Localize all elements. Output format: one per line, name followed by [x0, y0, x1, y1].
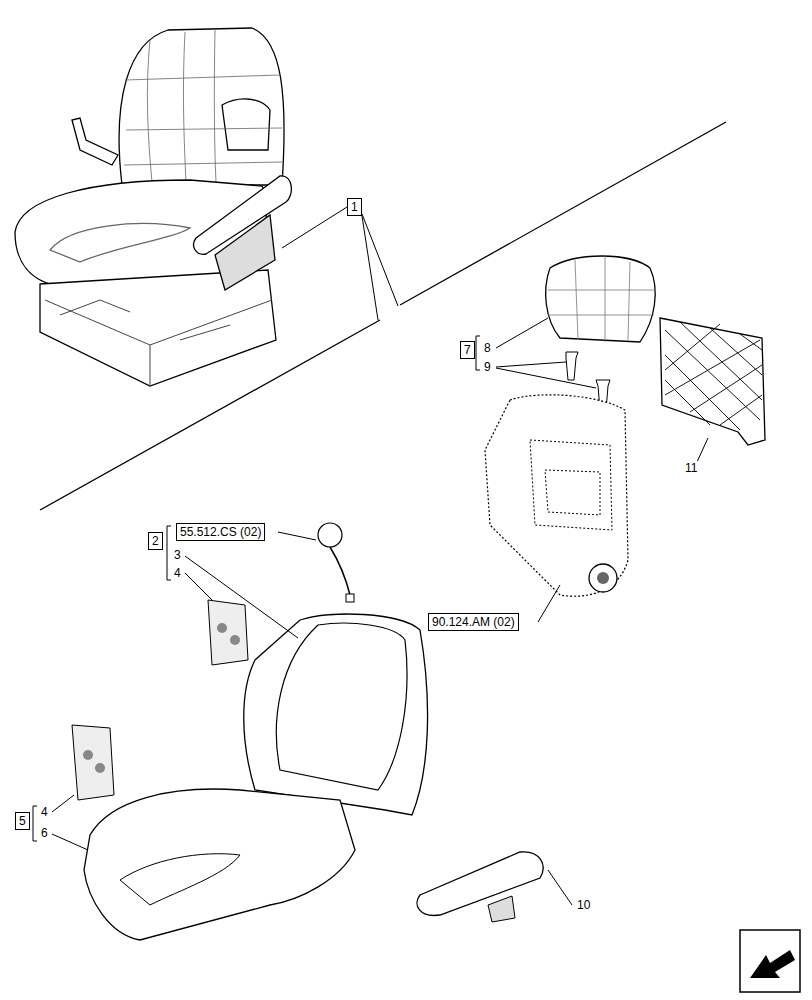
storage-net-mesh	[665, 322, 762, 430]
backrest-cover	[244, 614, 428, 815]
reference-box: 1	[347, 198, 362, 216]
callout-number: 2	[152, 534, 159, 548]
callout-number: 90.124.AM (02)	[432, 615, 515, 629]
seat-assembly	[15, 28, 291, 386]
seat-base	[40, 270, 276, 386]
headrest	[546, 256, 656, 342]
bracket	[33, 806, 37, 841]
bracket	[476, 336, 480, 370]
leader-line	[52, 795, 88, 850]
seat-cushion-cover	[84, 789, 355, 940]
seat-controls	[215, 215, 275, 290]
reference-box: 90.124.AM (02)	[428, 613, 519, 631]
backrest-cover-opening	[276, 623, 407, 790]
seat-backrest	[119, 28, 284, 185]
seat-headrest-pad	[222, 99, 270, 150]
leader-line	[282, 207, 398, 320]
seat-backrest-pattern	[124, 30, 282, 182]
switch-knob	[230, 635, 240, 645]
seat-sensor	[318, 523, 342, 547]
backrest-frame-detail	[530, 440, 612, 530]
leader-line	[697, 438, 708, 462]
reference-box: 7	[460, 341, 475, 359]
leader-line	[185, 556, 298, 638]
callout-number: 55.512.CS (02)	[180, 525, 261, 539]
switch-panel	[72, 725, 114, 800]
seat-belt	[72, 118, 118, 165]
sensor-connector	[346, 594, 354, 602]
backrest-knob-center	[597, 572, 609, 584]
callout-number: 7	[464, 343, 471, 357]
navigation-icon-frame	[740, 930, 800, 992]
backrest-frame	[485, 395, 628, 596]
leader-line	[278, 532, 316, 540]
seat-cushion-cover-pattern	[120, 854, 240, 905]
switch-knob	[83, 750, 93, 760]
bracket	[167, 526, 171, 580]
switch-knob	[95, 763, 105, 773]
leader-line	[538, 585, 560, 622]
callout-number: 4	[173, 566, 182, 580]
storage-net	[660, 318, 765, 445]
callout-number: 3	[173, 548, 182, 562]
switch-panel	[208, 600, 248, 665]
callout-number: 11	[684, 461, 698, 475]
backrest-knob	[589, 564, 617, 592]
armrest-bracket	[488, 896, 515, 922]
callout-number: 10	[576, 898, 591, 912]
reference-box: 55.512.CS (02)	[176, 523, 265, 541]
callout-number: 4	[40, 805, 49, 819]
callout-number: 6	[40, 826, 49, 840]
reference-box: 5	[15, 812, 30, 830]
switch-knob	[217, 623, 227, 633]
reference-box: 2	[148, 532, 163, 550]
seat-suspension	[45, 300, 272, 386]
leader-line	[496, 318, 596, 388]
callout-number: 9	[483, 360, 492, 374]
seat-cushion-pattern	[50, 224, 190, 262]
navigation-arrow	[750, 950, 795, 978]
sensor-cable	[330, 547, 350, 595]
headrest-pattern	[548, 256, 656, 342]
leader-lines	[33, 207, 708, 905]
leader-line	[548, 870, 572, 905]
armrest	[417, 852, 543, 916]
callout-number: 8	[483, 341, 492, 355]
callout-number: 5	[19, 814, 26, 828]
callout-number: 1	[351, 200, 358, 214]
